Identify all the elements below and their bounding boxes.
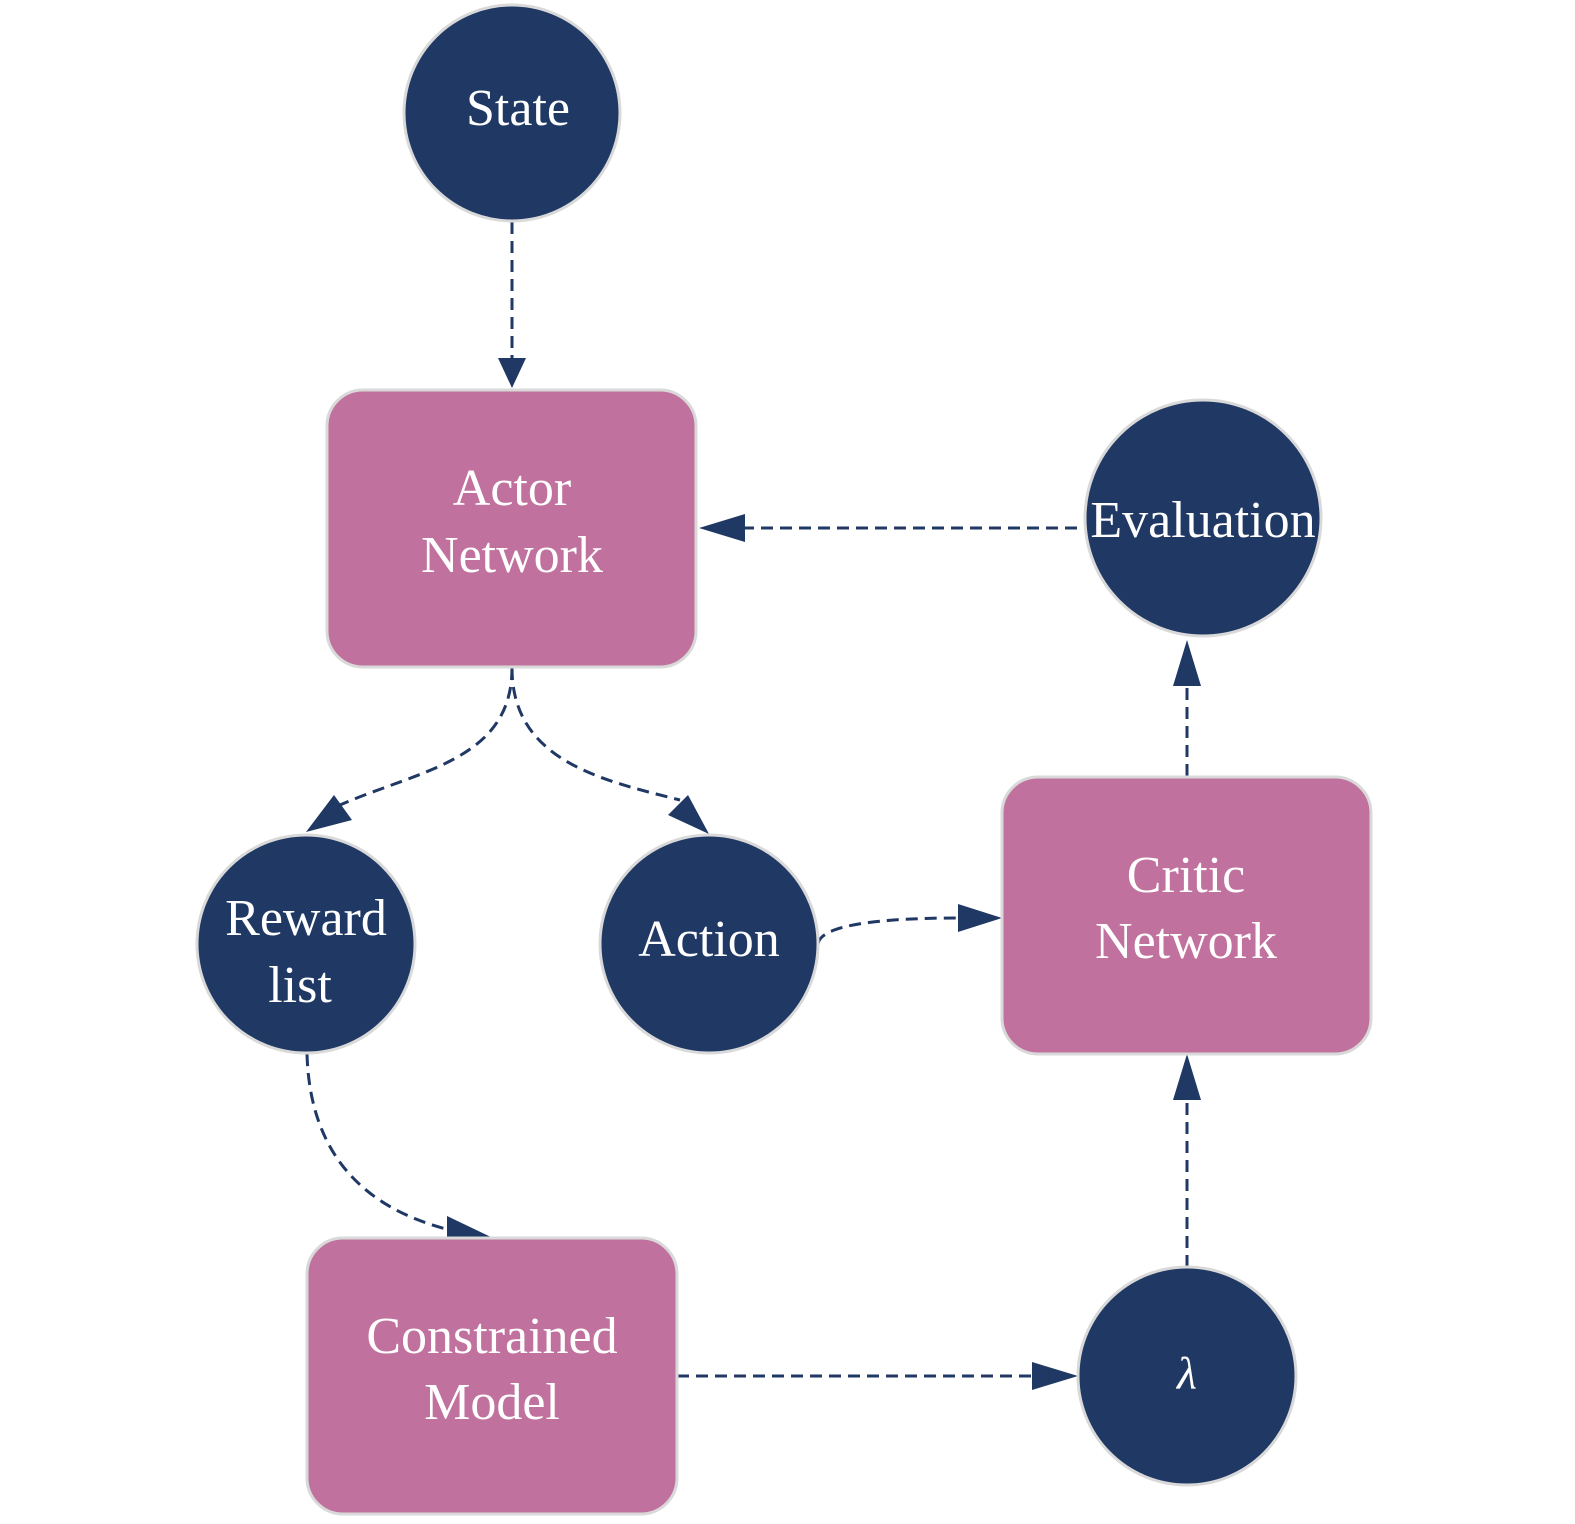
- node-reward-list-label-line2: list: [268, 957, 332, 1014]
- node-lambda[interactable]: λ: [1076, 1265, 1298, 1487]
- node-reward-list-label-line1: Reward: [225, 890, 387, 947]
- edges: [305, 222, 1201, 1390]
- node-critic-network-label-line1: Critic: [1127, 847, 1245, 904]
- node-state[interactable]: State: [402, 3, 622, 223]
- node-reward-list[interactable]: Reward list: [195, 833, 417, 1055]
- node-critic-network-label-line2: Network: [1095, 913, 1277, 970]
- node-critic-network-shape: [1000, 775, 1373, 1056]
- node-evaluation-label: Evaluation: [1090, 492, 1315, 549]
- node-actor-network-shape: [325, 388, 698, 669]
- arrowhead-constrained-to-lambda: [1032, 1362, 1078, 1390]
- node-actor-network-label-line2: Network: [421, 527, 603, 584]
- node-action-shape: [598, 833, 820, 1055]
- node-critic-network[interactable]: Critic Network: [1000, 775, 1373, 1056]
- edge-reward-to-constrained: [305, 1053, 451, 1232]
- node-action-label: Action: [638, 911, 780, 968]
- edge-action-to-critic: [816, 916, 959, 945]
- arrowhead-action-to-critic: [958, 904, 1002, 932]
- node-reward-list-shape: [195, 833, 417, 1055]
- arrowhead-lambda-to-critic: [1173, 1054, 1201, 1100]
- node-constrained-model[interactable]: Constrained Model: [305, 1236, 679, 1516]
- node-actor-network[interactable]: Actor Network: [325, 388, 698, 669]
- nodes: State Actor Network Evaluation Reward li…: [195, 3, 1373, 1516]
- node-constrained-model-shape: [305, 1236, 679, 1516]
- arrowhead-actor-to-action: [668, 795, 709, 834]
- edge-actor-to-action: [510, 667, 681, 802]
- node-lambda-label: λ: [1175, 1348, 1197, 1399]
- edge-actor-to-reward: [339, 667, 514, 807]
- node-lambda-shape: [1076, 1265, 1298, 1487]
- node-state-shape: [402, 3, 622, 223]
- node-action[interactable]: Action: [598, 833, 820, 1055]
- node-constrained-model-label-line2: Model: [424, 1374, 560, 1431]
- node-state-label: State: [466, 80, 570, 137]
- node-evaluation[interactable]: Evaluation: [1083, 398, 1323, 638]
- node-constrained-model-label-line1: Constrained: [366, 1308, 617, 1365]
- arrowhead-evaluation-to-actor: [699, 514, 745, 542]
- arrowhead-state-to-actor: [498, 358, 526, 388]
- arrowhead-actor-to-reward: [306, 795, 352, 832]
- node-evaluation-shape: [1083, 398, 1323, 638]
- arrowhead-critic-to-evaluation: [1173, 640, 1201, 686]
- node-actor-network-label-line1: Actor: [453, 460, 571, 517]
